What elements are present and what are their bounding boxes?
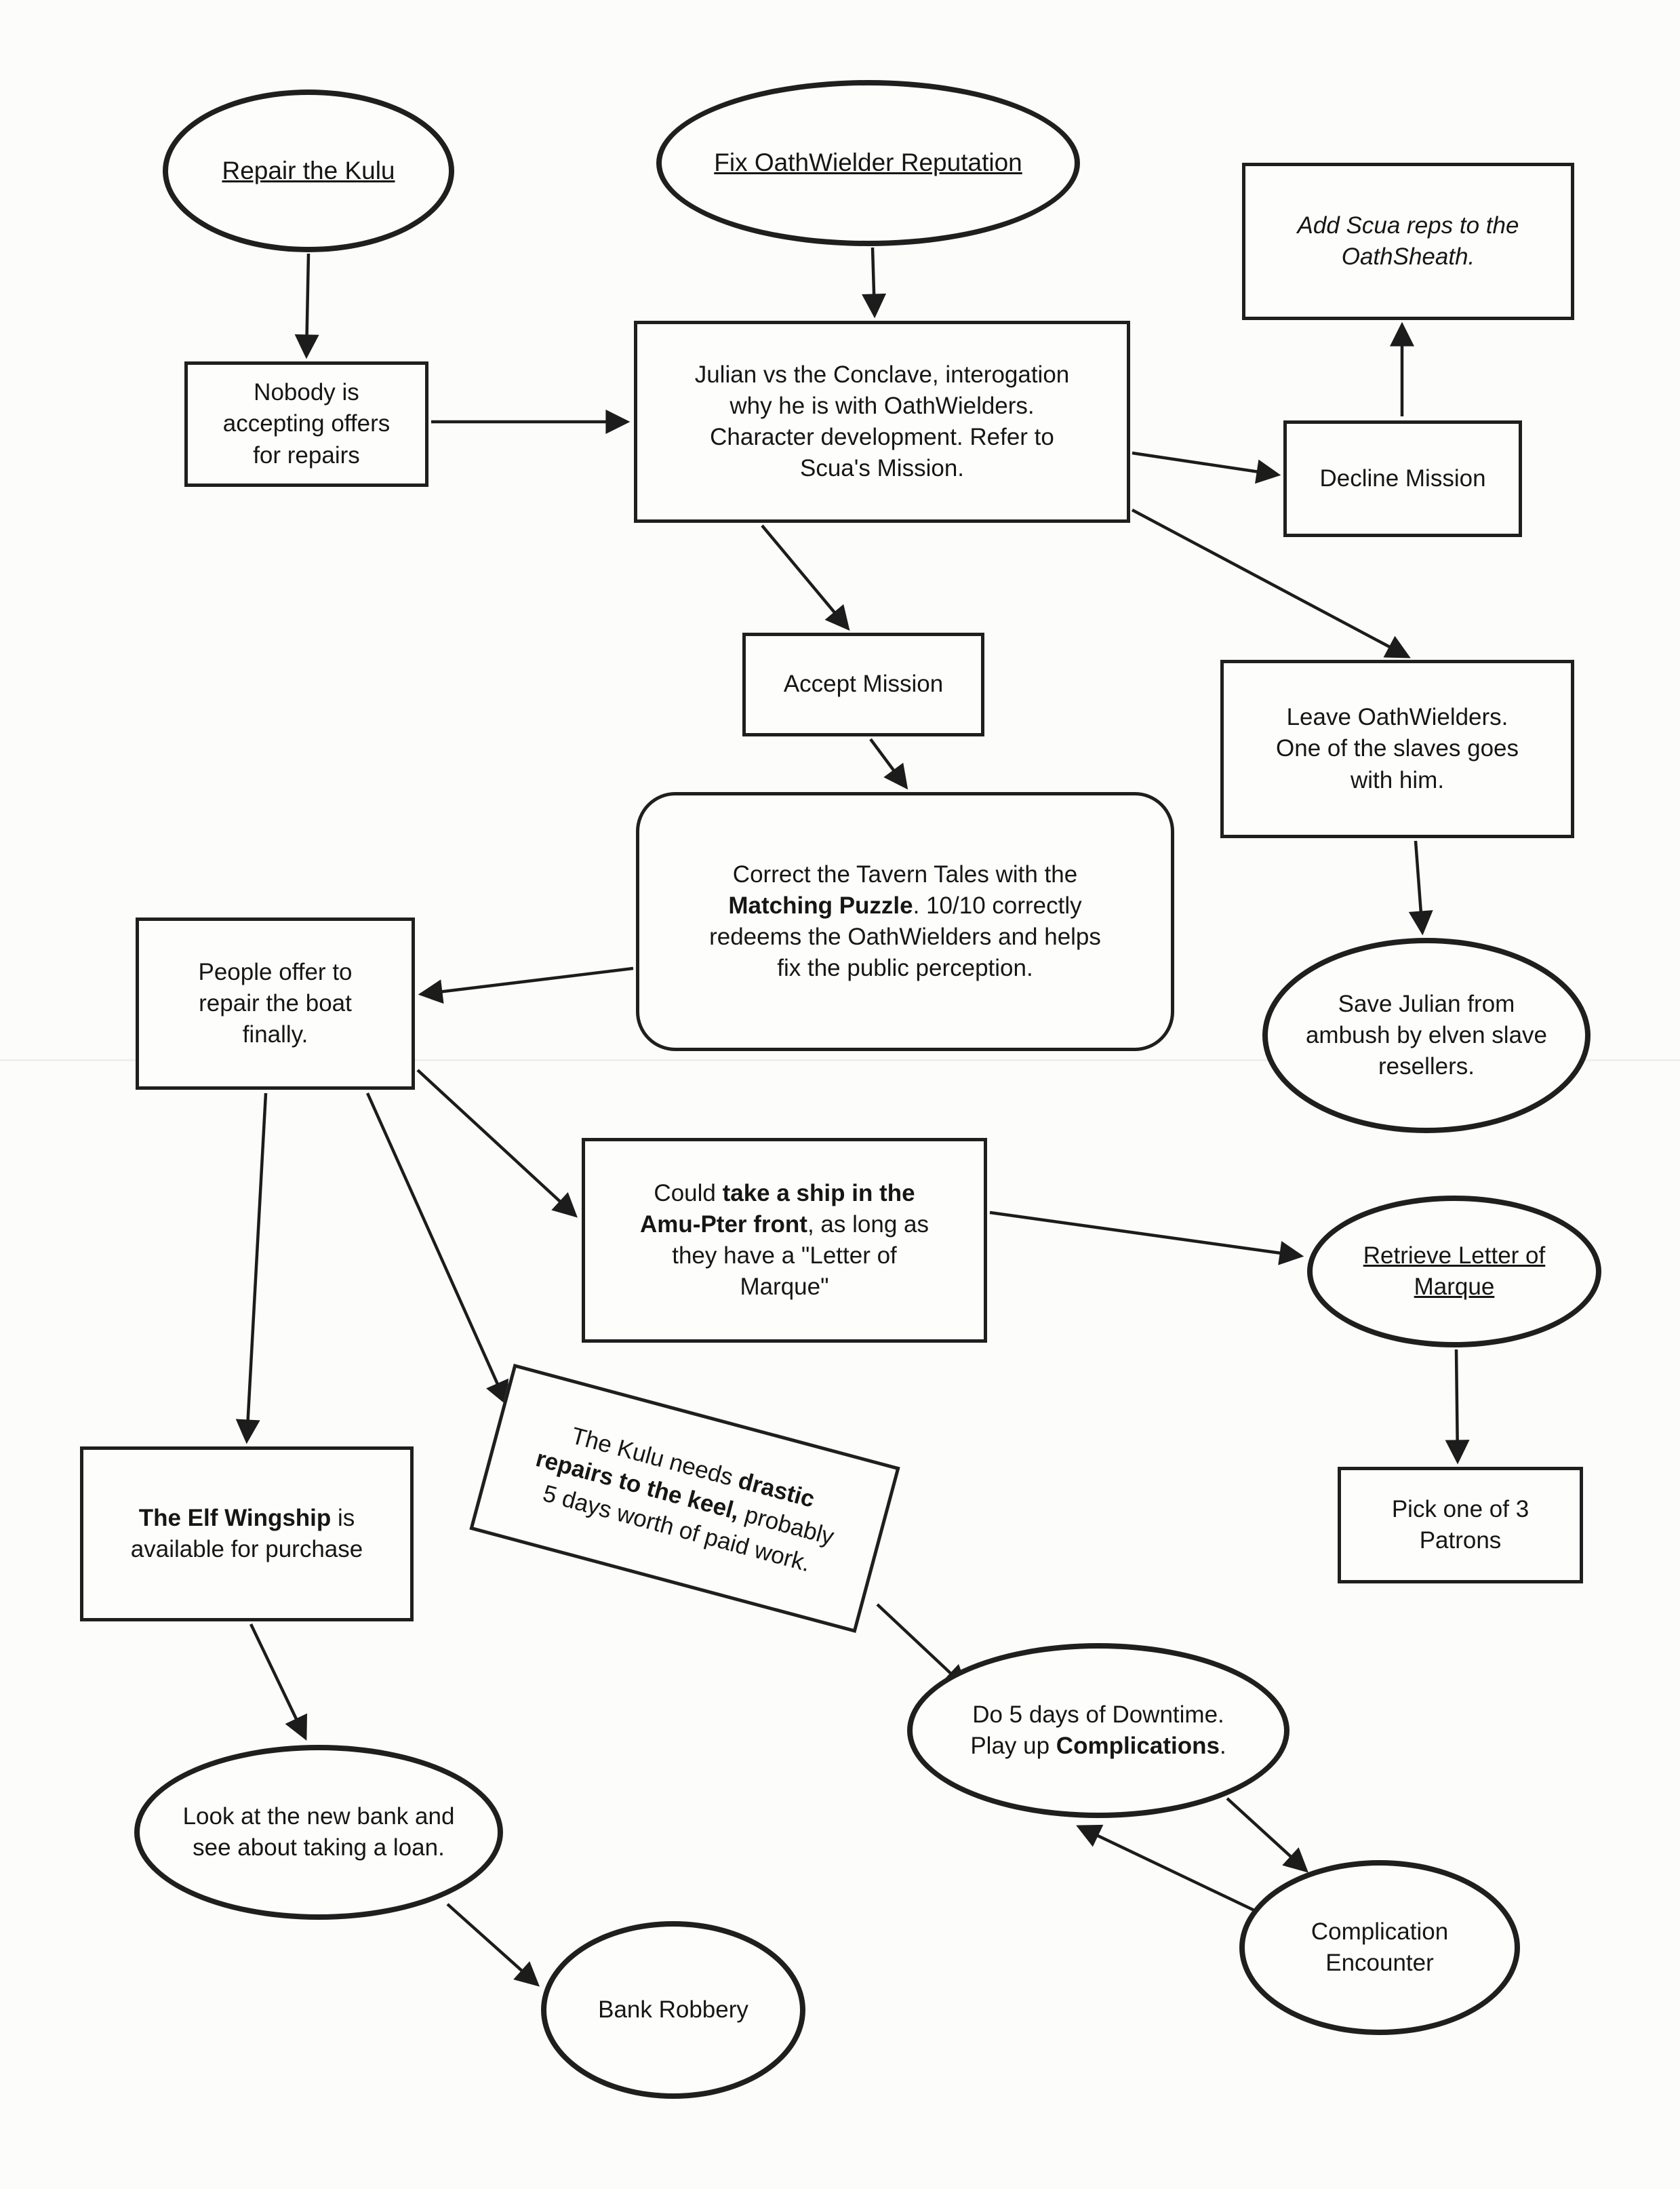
arrow-wingship-to-bank xyxy=(249,1623,308,1741)
node-leave-oathwielders: Leave OathWielders. One of the slaves go… xyxy=(1220,660,1574,838)
node-text: Do 5 days of Downtime. Play up Complicat… xyxy=(970,1699,1226,1762)
arrow-accept-to-tavern xyxy=(869,738,908,790)
text-pre: Correct the Tavern Tales with the xyxy=(732,861,1078,888)
node-retrieve-letter-of-marque: Retrieve Letter of Marque xyxy=(1307,1196,1601,1347)
node-text: Julian vs the Conclave, interogation why… xyxy=(694,361,1070,482)
arrow-people-to-keel xyxy=(365,1092,508,1406)
node-julian-vs-conclave: Julian vs the Conclave, interogation why… xyxy=(634,321,1130,523)
node-text: Bank Robbery xyxy=(598,1996,748,2023)
node-text: Could take a ship in the Amu-Pter front,… xyxy=(640,1178,929,1303)
node-pick-one-of-3-patrons: Pick one of 3 Patrons xyxy=(1338,1467,1583,1583)
arrow-people-to-wingship xyxy=(235,1092,268,1444)
node-repair-the-kulu: Repair the Kulu xyxy=(163,90,454,252)
node-text: The Elf Wingship is available for purcha… xyxy=(131,1503,363,1565)
arrow-leave-to-save xyxy=(1408,840,1433,936)
arrow-julian-to-accept xyxy=(761,524,850,631)
arrow-ship-to-retrieve xyxy=(989,1210,1304,1265)
text-bold: The Elf Wingship xyxy=(138,1504,332,1531)
text-post: . xyxy=(1219,1733,1226,1759)
node-people-offer-repair: People offer to repair the boat finally. xyxy=(136,918,415,1090)
node-complication-encounter: Complication Encounter xyxy=(1239,1860,1520,2035)
node-text: Repair the Kulu xyxy=(222,156,395,184)
node-text: Fix OathWielder Reputation xyxy=(714,149,1022,177)
arrow-complication-to-downtime xyxy=(1076,1824,1256,1913)
text-bold: Complications xyxy=(1056,1733,1220,1759)
text-post: . 10/10 correctly redeems the OathWielde… xyxy=(709,892,1101,982)
arrow-fix-to-julian xyxy=(862,247,887,319)
node-fix-oathwielder-reputation: Fix OathWielder Reputation xyxy=(656,80,1080,246)
node-text: People offer to repair the boat finally. xyxy=(198,958,353,1048)
node-decline-mission: Decline Mission xyxy=(1283,420,1522,537)
node-text: Add Scua reps to the OathSheath. xyxy=(1297,212,1519,270)
node-text: Save Julian from ambush by elven slave r… xyxy=(1305,990,1548,1080)
node-nobody-accepting-repairs: Nobody is accepting offers for repairs xyxy=(184,361,428,487)
node-accept-mission: Accept Mission xyxy=(742,633,984,736)
arrow-julian-to-decline xyxy=(1132,451,1281,484)
scan-fold-line xyxy=(0,1059,1680,1061)
arrow-repair-to-nobody xyxy=(294,253,319,359)
text-pre: Could xyxy=(654,1179,723,1206)
node-correct-tavern-tales: Correct the Tavern Tales with the Matchi… xyxy=(636,792,1174,1051)
node-save-julian-ambush: Save Julian from ambush by elven slave r… xyxy=(1262,938,1591,1133)
arrow-julian-to-leave xyxy=(1131,509,1411,658)
node-elf-wingship-purchase: The Elf Wingship is available for purcha… xyxy=(80,1446,414,1621)
arrow-retrieve-to-patrons xyxy=(1445,1349,1470,1465)
text-bold: take a ship in the Amu-Pter front xyxy=(640,1179,915,1238)
arrow-keel-to-downtime xyxy=(876,1603,968,1690)
arrow-bank-to-robbery xyxy=(446,1903,540,1987)
node-text: Complication Encounter xyxy=(1311,1918,1449,1976)
node-bank-loan: Look at the new bank and see about takin… xyxy=(134,1745,503,1920)
text-post: is available for purchase xyxy=(130,1504,363,1562)
text-bold: Matching Puzzle xyxy=(728,892,913,919)
node-could-take-ship: Could take a ship in the Amu-Pter front,… xyxy=(582,1138,987,1343)
node-text: Retrieve Letter of Marque xyxy=(1363,1242,1546,1300)
text-pre: Do 5 days of Downtime. Play up xyxy=(970,1701,1224,1759)
node-text: Nobody is accepting offers for repairs xyxy=(222,379,391,469)
node-text: Decline Mission xyxy=(1319,465,1486,492)
node-text: Accept Mission xyxy=(783,671,944,698)
node-add-scua-reps: Add Scua reps to the OathSheath. xyxy=(1242,163,1574,320)
text-post: , as long as they have a "Letter of Marq… xyxy=(672,1210,929,1301)
node-text: Look at the new bank and see about takin… xyxy=(182,1802,455,1861)
arrow-tavern-to-people xyxy=(418,966,634,1004)
node-text: Leave OathWielders. One of the slaves go… xyxy=(1276,704,1519,793)
arrow-people-to-ship xyxy=(416,1069,578,1218)
arrow-downtime-to-complication xyxy=(1226,1797,1308,1873)
node-bank-robbery: Bank Robbery xyxy=(541,1921,805,2099)
node-text: Correct the Tavern Tales with the Matchi… xyxy=(709,859,1101,985)
node-text: Pick one of 3 Patrons xyxy=(1391,1495,1529,1554)
node-downtime-complications: Do 5 days of Downtime. Play up Complicat… xyxy=(907,1643,1289,1818)
